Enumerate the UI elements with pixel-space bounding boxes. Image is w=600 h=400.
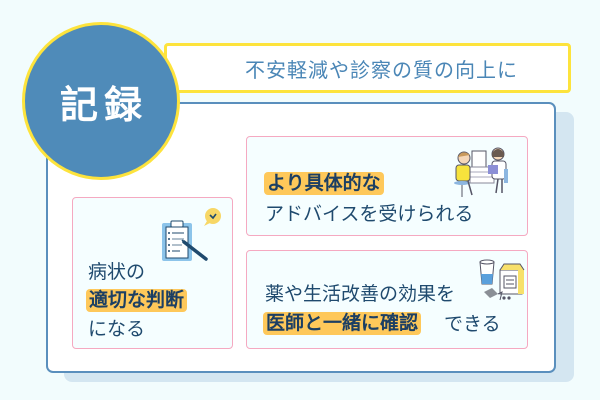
top-highlight: より具体的な — [264, 172, 384, 195]
left-highlight: 適切な判断 — [86, 289, 188, 312]
card-appropriate-judgment — [72, 197, 233, 349]
left-line1: 病状の — [88, 261, 146, 283]
medicine-and-water-icon — [474, 256, 530, 308]
top-line2: アドバイスを受けられる — [265, 203, 474, 225]
badge-label: 記録 — [59, 82, 148, 127]
clipboard-checklist-icon — [160, 205, 226, 269]
bottom-line1: 薬や生活改善の効果を — [265, 283, 456, 305]
banner-title: 不安軽減や診察の質の向上に — [245, 57, 518, 82]
record-badge: 記録 — [22, 22, 180, 180]
bottom-highlight: 医師と一緒に確認 — [263, 312, 422, 335]
bottom-suffix: できる — [444, 313, 501, 335]
left-line3: になる — [88, 318, 146, 340]
title-banner: 不安軽減や診察の質の向上に — [164, 43, 571, 93]
doctor-consultation-icon — [452, 145, 518, 211]
